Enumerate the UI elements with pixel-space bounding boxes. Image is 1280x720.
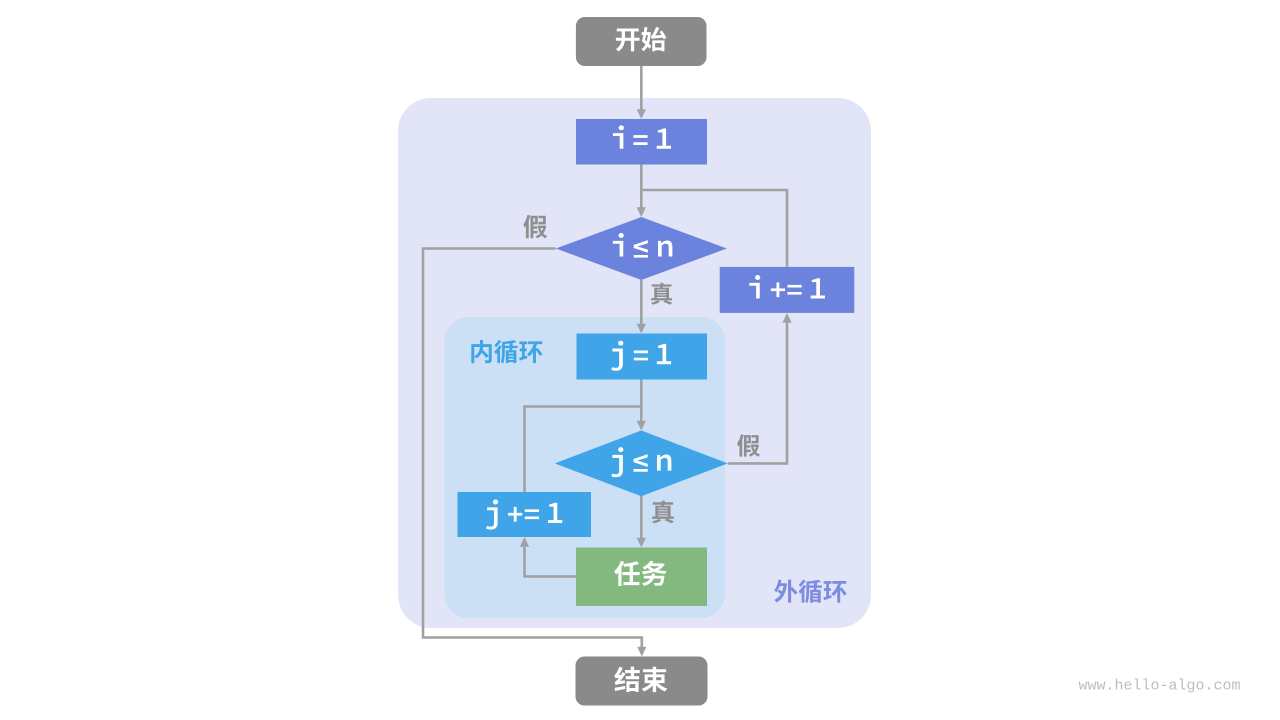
- svg-text:www.hello-algo.com: www.hello-algo.com: [1078, 678, 1240, 695]
